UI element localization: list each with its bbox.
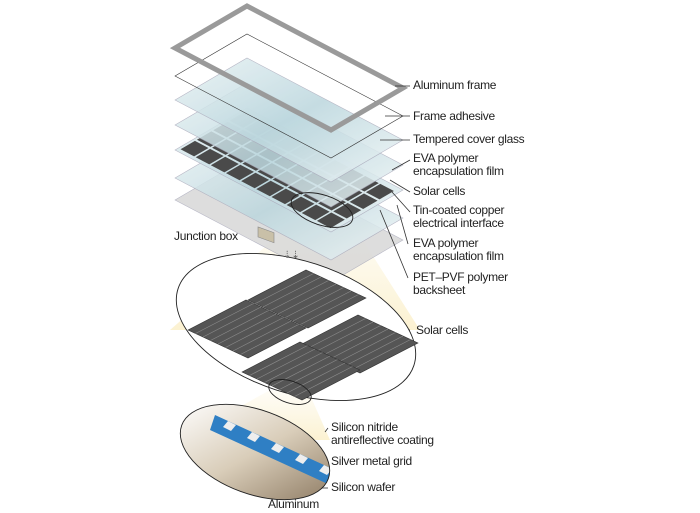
leader-line [396, 204, 409, 245]
busbar [314, 321, 374, 353]
cell-callout-ellipse [268, 379, 312, 405]
label-eva-top-line1: EVA polymer [413, 151, 479, 165]
busbar [256, 348, 316, 380]
label-tempered-cover-glass: Tempered cover glass [413, 132, 525, 146]
solar-cell [256, 180, 285, 197]
busbar [285, 287, 344, 318]
busbar [286, 362, 346, 394]
label-aluminum: Aluminum [268, 497, 319, 511]
label-nitride-line1: Silicon nitride [331, 420, 398, 434]
busbar [271, 355, 331, 387]
label-eva-bottom-line1: EVA polymer [413, 236, 479, 250]
busbar [279, 359, 338, 390]
leader-line [391, 159, 411, 171]
leader-line [389, 179, 411, 193]
label-silver-metal-grid: Silver metal grid [331, 454, 412, 468]
busbar [249, 345, 308, 376]
solar-cell [225, 164, 254, 181]
busbar [329, 328, 389, 360]
solar-cell [316, 212, 345, 229]
silver-grid-line [271, 443, 284, 453]
busbar [300, 294, 359, 325]
busbar [232, 320, 292, 352]
leader-line [324, 427, 329, 433]
silver-grid-line [319, 465, 332, 475]
busbar [352, 339, 411, 370]
busbar [270, 280, 329, 311]
solar-cell [271, 188, 300, 205]
busbar [322, 325, 381, 356]
solar-cell [333, 202, 362, 219]
solar-cell [301, 204, 330, 221]
label-eva-bottom-line2: encapsulation film [413, 249, 504, 263]
busbar [292, 290, 352, 322]
label-frame-adhesive: Frame adhesive [413, 109, 495, 123]
busbar [262, 276, 322, 308]
solar-cell [241, 172, 270, 189]
solar-cell [349, 193, 378, 209]
busbar [264, 352, 323, 383]
busbar [210, 310, 269, 341]
antireflective-coating [210, 415, 335, 485]
leader-line [379, 209, 409, 279]
cross-section-ellipse [179, 403, 331, 501]
label-eva-top-line2: encapsulation film [413, 164, 504, 178]
silver-grid-line [223, 421, 236, 431]
label-nitride-line2: antireflective coating [331, 433, 434, 447]
aluminum-frame-layer [169, 3, 409, 133]
busbar [225, 317, 284, 348]
busbar [255, 273, 314, 304]
leader-line [391, 191, 411, 213]
busbar [202, 306, 262, 338]
label-junction-box: Junction box [174, 229, 238, 243]
label-silicon-wafer: Silicon wafer [331, 480, 396, 494]
busbar [217, 313, 277, 345]
connector-arrows: ⇣⇣ [283, 250, 300, 261]
solar-cell [365, 183, 394, 200]
solar-cell [180, 140, 209, 157]
label-backsheet-line2: backsheet [413, 283, 466, 297]
busbar [195, 303, 254, 334]
label-solar-cells-detail: Solar cells [416, 323, 469, 337]
label-backsheet-line1: PET–PVF polymer [413, 270, 508, 284]
busbar [277, 283, 337, 315]
junction-box [257, 226, 275, 244]
solar-cell [195, 148, 224, 165]
solar-cell [210, 156, 239, 173]
silver-grid-line [295, 454, 308, 464]
busbar [294, 366, 353, 397]
busbar [307, 318, 366, 349]
label-aluminum-frame: Aluminum frame [413, 78, 497, 92]
label-tin-line2: electrical interface [413, 216, 504, 230]
busbar [240, 324, 299, 355]
busbar [337, 332, 396, 363]
panel-callout-ellipse [290, 192, 354, 228]
label-solar-cells: Solar cells [413, 184, 466, 198]
label-tin-line1: Tin-coated copper [413, 203, 505, 217]
silver-grid-line [247, 432, 260, 442]
busbar [344, 335, 404, 367]
